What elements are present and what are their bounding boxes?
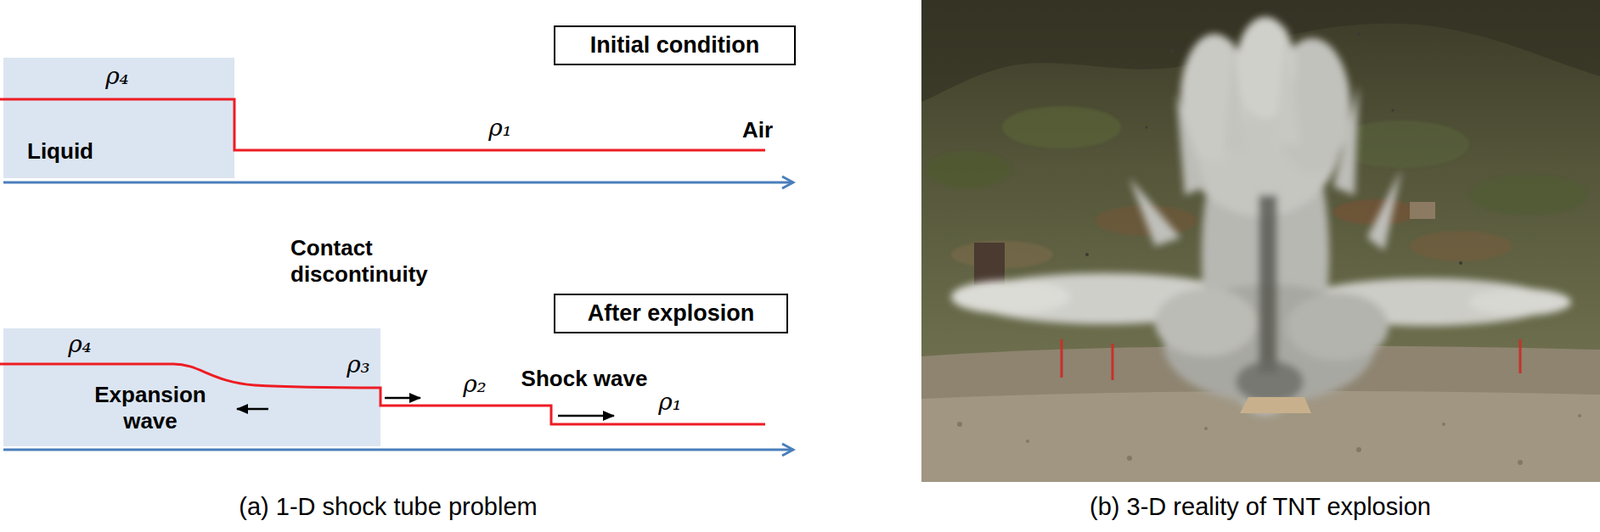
direction-arrow (384, 397, 421, 400)
wave-label: Contact discontinuity (290, 235, 469, 288)
figure-caption: (a) 1-D shock tube problem (238, 493, 537, 522)
wave-label: Expansion wave (82, 382, 219, 435)
axis-arrow (3, 181, 794, 185)
density-symbol: ρ₁ (658, 388, 682, 417)
region-label: Air (742, 117, 773, 144)
debris (1085, 32, 1463, 265)
explosion-photo (921, 0, 1600, 483)
smoke-cloud (951, 16, 1572, 417)
density-symbol: ρ₂ (462, 370, 487, 399)
hillside (921, 0, 1600, 483)
target-structure (1409, 202, 1436, 220)
density-symbol: ρ₄ (67, 330, 92, 359)
axis-arrow (3, 449, 794, 452)
condition-title: Initial condition (574, 32, 776, 59)
sandbag (1239, 397, 1312, 414)
condition-title: After explosion (574, 300, 768, 327)
condition-box: Initial condition (553, 25, 796, 66)
figure-caption: (b) 3-D reality of TNT explosion (1089, 493, 1431, 522)
condition-box: After explosion (553, 293, 789, 334)
wave-label: Shock wave (521, 366, 648, 393)
gravel (957, 414, 1582, 466)
density-symbol: ρ₃ (346, 350, 371, 379)
region-label: Liquid (27, 138, 94, 165)
density-symbol: ρ₁ (488, 113, 513, 142)
direction-arrow (557, 415, 615, 418)
direction-arrow (236, 408, 269, 412)
ground (921, 391, 1600, 483)
density-symbol: ρ₄ (105, 61, 130, 91)
density-profile (0, 99, 766, 151)
target-structure (974, 242, 1005, 286)
liquid-region: ρ₄ Liquid (3, 57, 235, 179)
density-profile (0, 364, 766, 425)
